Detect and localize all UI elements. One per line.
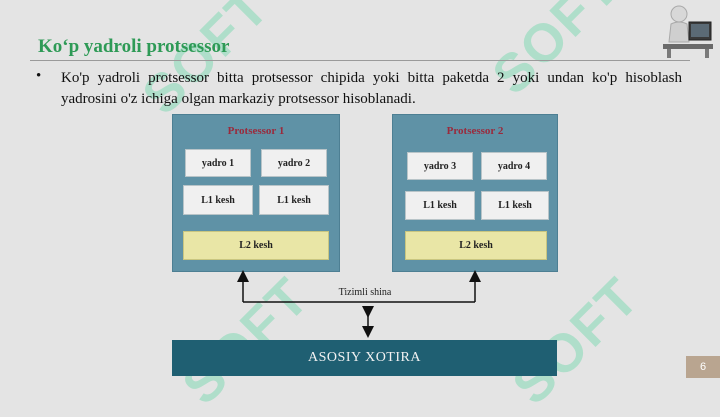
processor-2-block: Protsessor 2 yadro 3 yadro 4 L1 kesh L1 …	[392, 114, 558, 272]
person-computer-icon	[663, 5, 713, 58]
core-4: yadro 4	[481, 152, 547, 180]
l1-cache: L1 kesh	[405, 191, 475, 220]
slide-title: Ko‘p yadroli protsessor	[38, 36, 230, 57]
processor-2-title: Protsessor 2	[446, 125, 504, 137]
bullet-marker: •	[36, 68, 42, 84]
system-bus-lines	[237, 270, 481, 338]
page-number: 6	[686, 356, 720, 378]
system-bus-label: Tizimli shina	[338, 287, 392, 298]
l1-cache: L1 kesh	[481, 191, 549, 220]
l1-cache: L1 kesh	[183, 185, 253, 215]
core-3: yadro 3	[407, 152, 473, 180]
main-memory-block: ASOSIY XOTIRA	[172, 340, 557, 376]
l2-cache: L2 kesh	[405, 231, 547, 260]
core-1: yadro 1	[185, 149, 251, 177]
l2-cache: L2 kesh	[183, 231, 329, 260]
processor-1-title: Protsessor 1	[227, 125, 285, 137]
processor-1-block: Protsessor 1 yadro 1 yadro 2 L1 kesh L1 …	[172, 114, 340, 272]
l1-cache: L1 kesh	[259, 185, 329, 215]
core-2: yadro 2	[261, 149, 327, 177]
bullet-text: Ko'p yadroli protsessor bitta protsessor…	[61, 70, 682, 107]
title-underline	[30, 60, 690, 61]
